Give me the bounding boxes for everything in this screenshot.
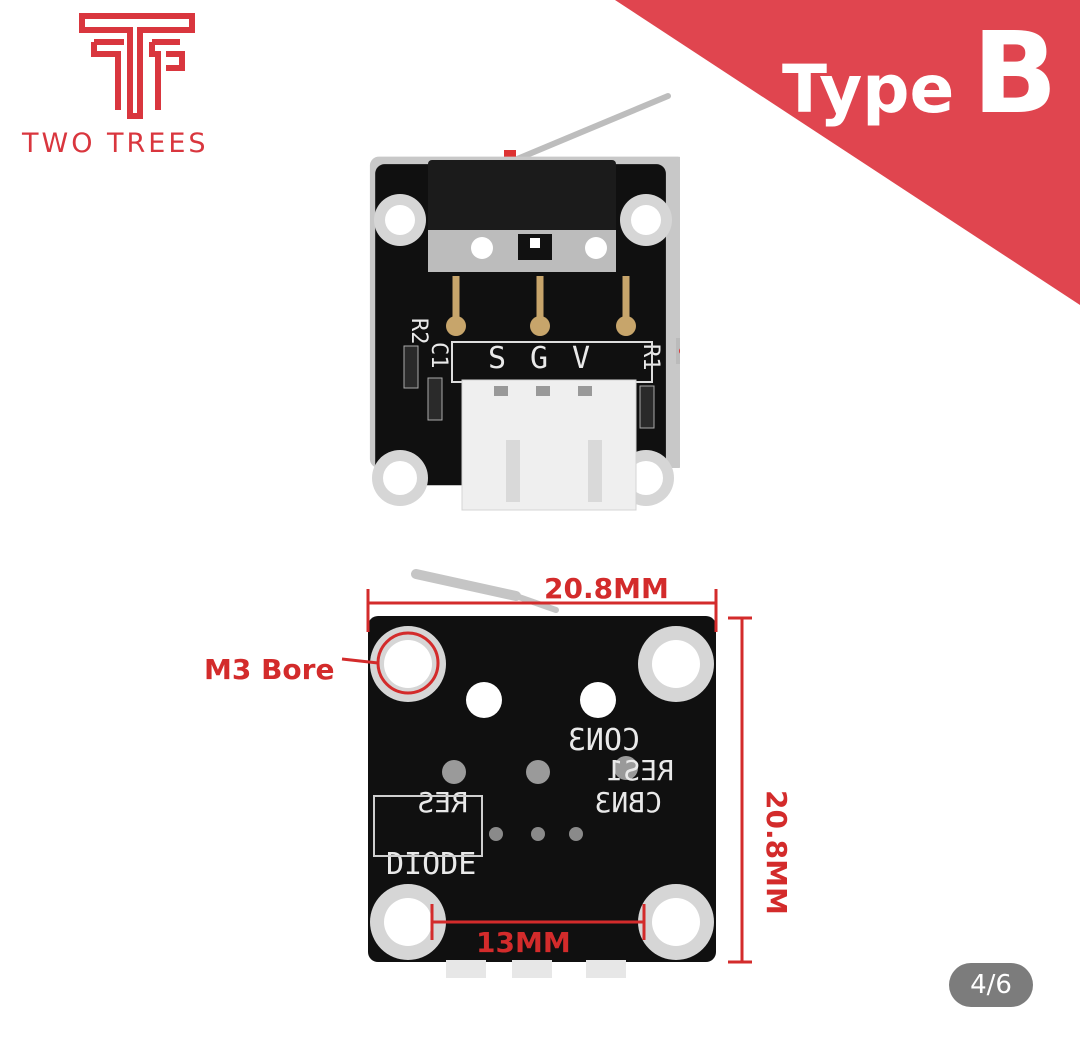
silk-g: G <box>530 341 548 376</box>
page-indicator[interactable]: 4/6 <box>949 963 1033 1007</box>
back-board-photo: CON3 RES1 RES CBN3 DIODE <box>368 569 716 978</box>
width-dimension-label: 20.8MM <box>544 572 669 605</box>
hole-spacing-label: 13MM <box>476 926 571 959</box>
silk-cbn3: CBN3 <box>595 786 662 819</box>
silk-v: V <box>572 341 590 376</box>
height-dimension-label: 20.8MM <box>760 790 793 915</box>
type-word: Type <box>782 51 955 128</box>
silk-res: RES <box>417 786 468 819</box>
bore-label: M3 Bore <box>204 653 335 686</box>
front-board-photo: R2 C1 S G V R1 D1 <box>369 93 680 511</box>
silk-r1: R1 <box>638 344 663 371</box>
brand-name: TWO TREES <box>22 128 209 159</box>
silk-diode: DIODE <box>386 847 476 882</box>
silk-d1: D1 <box>676 322 680 349</box>
type-letter: B <box>972 9 1058 139</box>
silk-c1: C1 <box>426 342 451 369</box>
silk-s: S <box>488 341 506 376</box>
silk-con3: CON3 <box>568 723 640 758</box>
silk-r2: R2 <box>406 318 431 345</box>
type-label: Type B <box>782 18 1058 130</box>
silk-res1: RES1 <box>607 754 674 787</box>
two-trees-logo-icon <box>79 13 195 119</box>
